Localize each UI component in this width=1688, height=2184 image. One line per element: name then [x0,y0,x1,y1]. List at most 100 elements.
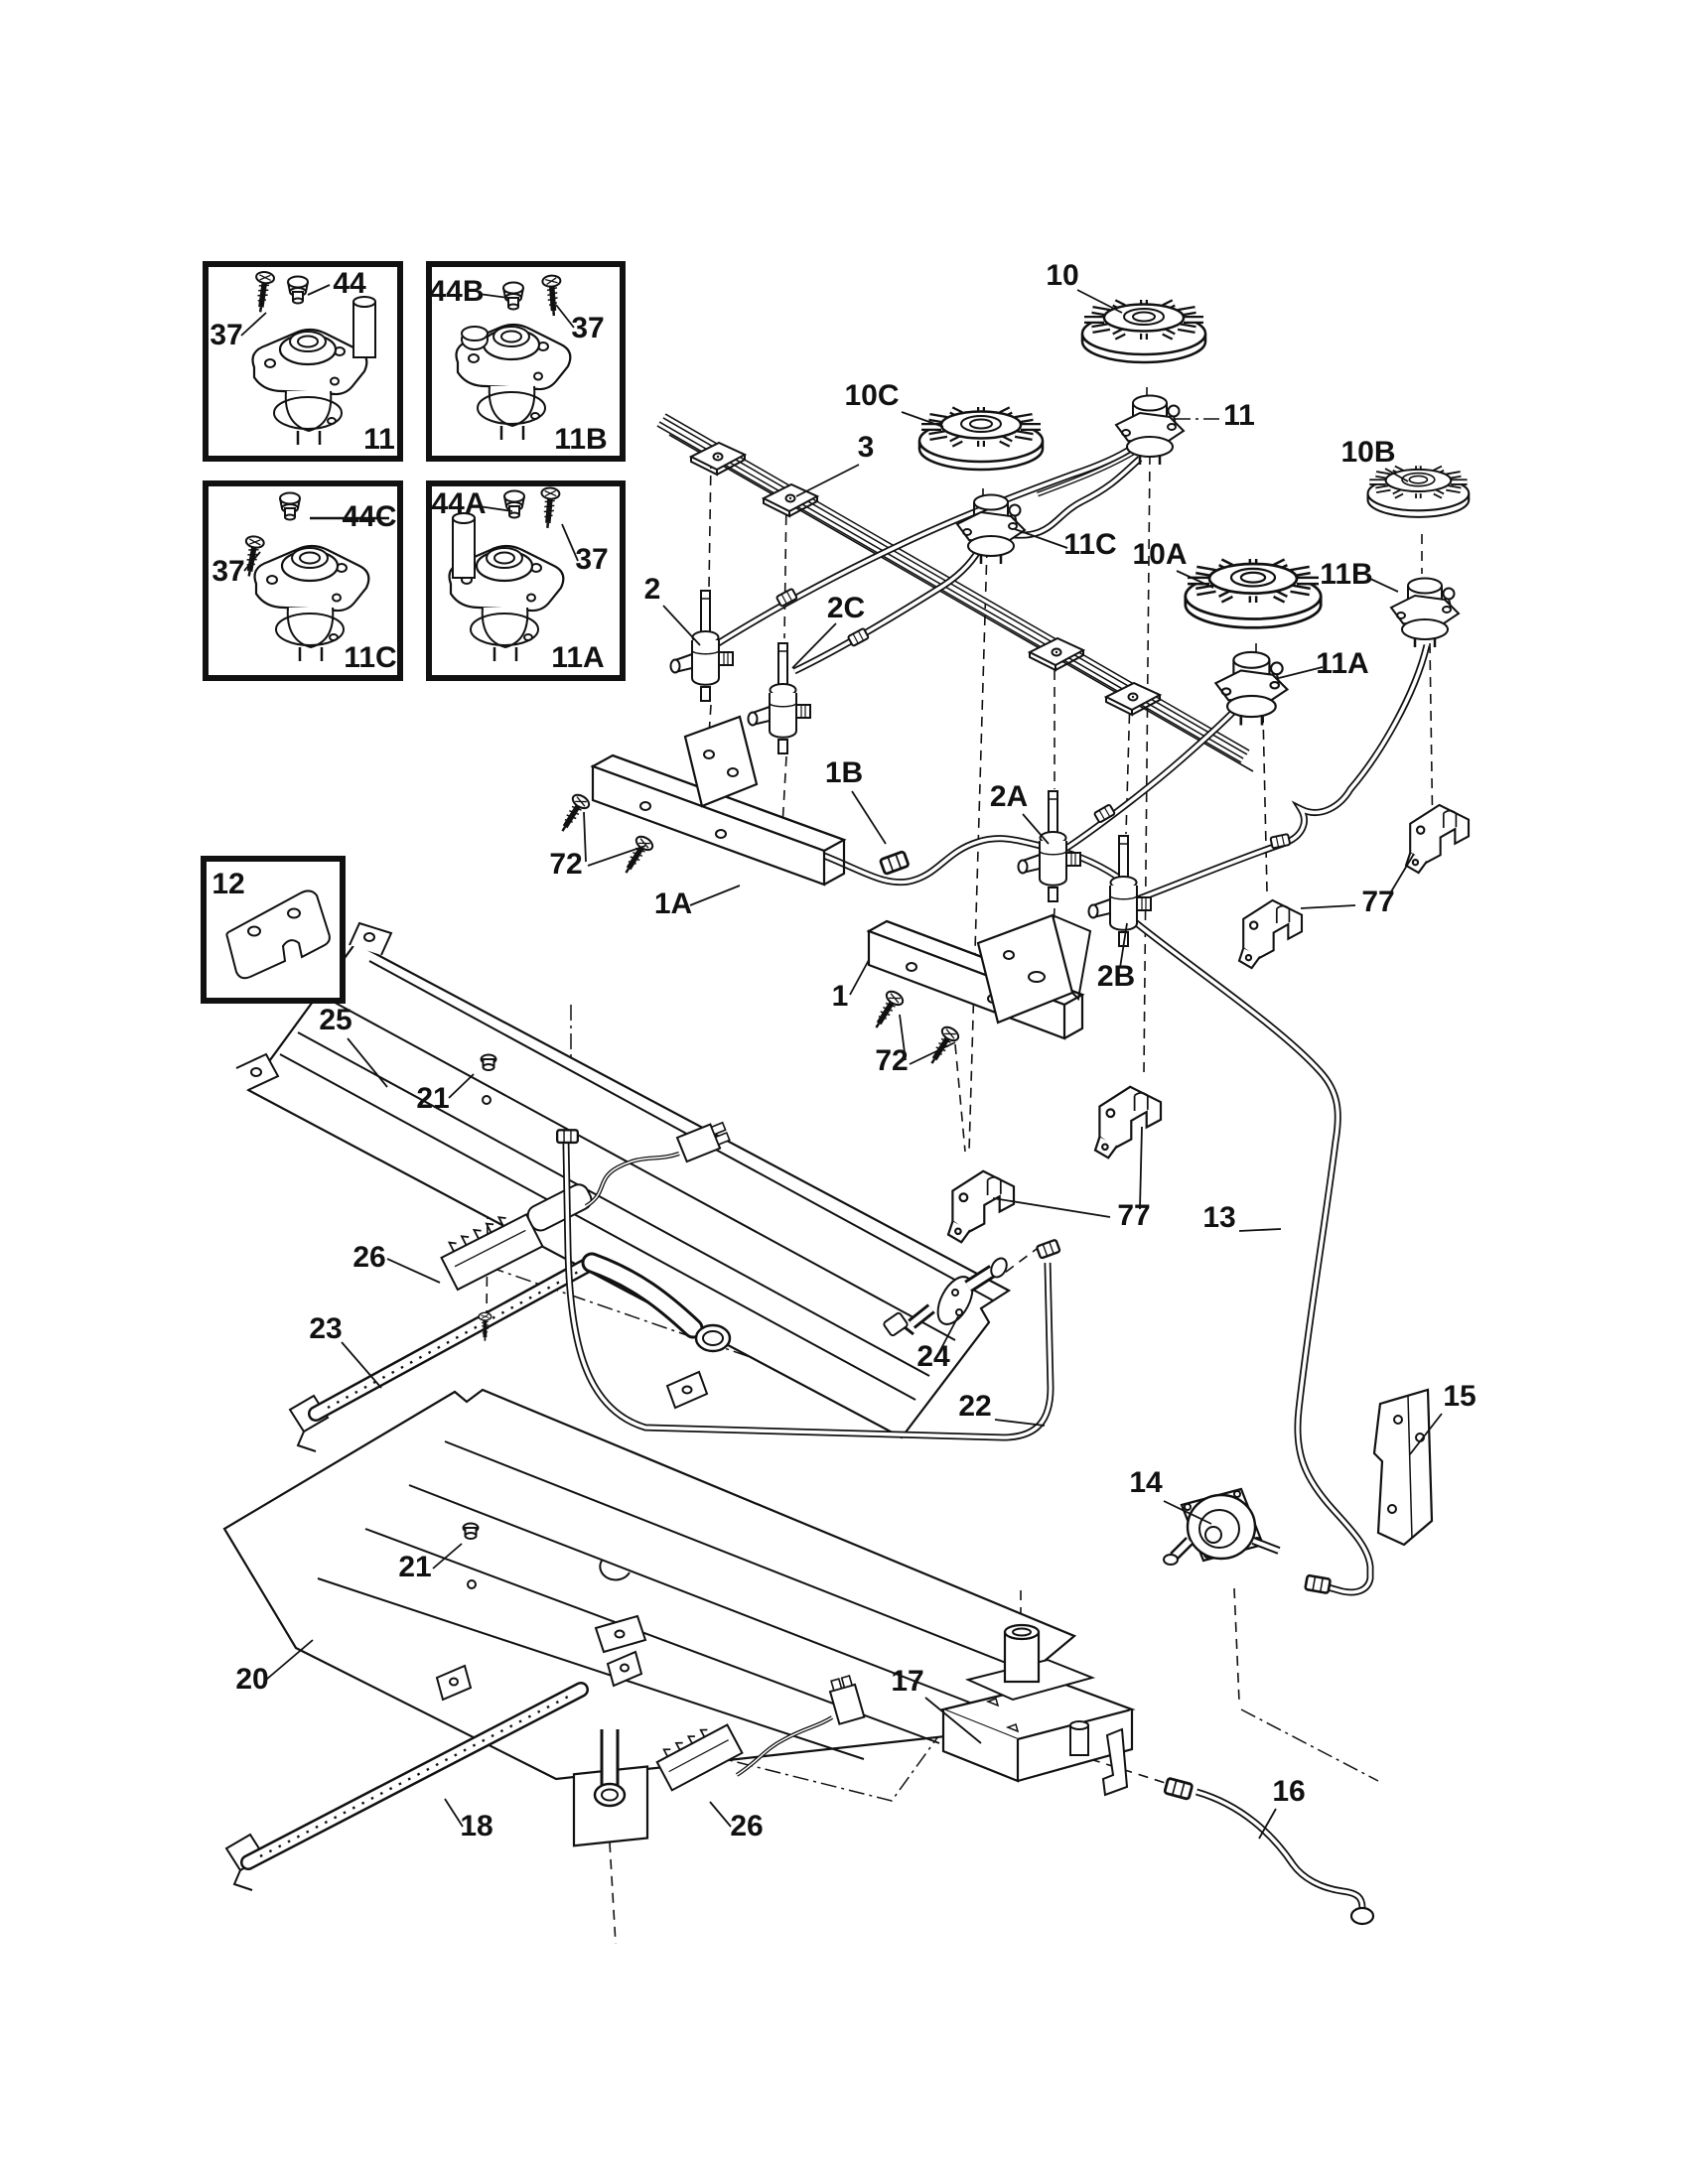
burner-shield-20-part [408,1484,994,1712]
oven-orifice-24-part [936,1276,974,1325]
oven-burner-tube-18-part [594,1614,647,1654]
leader-lines [240,284,1443,1840]
surface-burner-tube-23-part [310,1257,598,1420]
leader-lines-part [1409,1413,1443,1455]
inset-box-11A-part [452,517,476,579]
leader-lines-part [1163,1500,1212,1525]
pressure-regulator-14-part [1198,1509,1240,1549]
bracket-15-part [1407,1395,1413,1540]
callout-23: 23 [309,1312,342,1345]
manifold-1A-part [612,753,846,886]
callout-72: 72 [875,1044,908,1077]
valve-2 [669,590,734,702]
gas-tubing-part [564,1143,1053,1439]
gas-tubing-part [668,434,1254,772]
inset-box-11B [426,261,626,462]
oven-safety-valve-17 [939,1623,1136,1797]
spark-shield-25-part [363,932,375,942]
shim-box-12 [201,856,346,1004]
cap-10B [1368,466,1470,517]
callout-37: 37 [210,319,242,351]
leader-lines-part [1119,922,1128,969]
callout-18: 18 [460,1810,492,1843]
inset-box-11-part [352,296,376,308]
oven-igniter-26-part-part [668,1739,729,1773]
callout-10: 10 [1046,259,1078,292]
cap-10C [919,407,1043,470]
oven-orifice-24 [883,1257,1008,1337]
assembly-dashed-lines-part [708,458,712,589]
manifold-screw-72 [619,834,655,878]
manifold-1A-part [703,750,715,759]
manifold-1-part [1003,950,1015,960]
leader-lines-part [478,505,513,512]
leader-lines-part [1367,577,1399,593]
oven-igniter-26 [655,1675,866,1792]
oven-igniter-26-part [736,1716,833,1776]
assembly-dashed-lines-part [1125,696,1131,835]
gas-tubing-part [657,422,1243,762]
base-11B [1389,577,1461,649]
spark-shield-25-part [327,998,956,1341]
oven-safety-valve-17-part [1003,1630,1041,1684]
callout-2C: 2C [827,592,865,624]
callout-1A: 1A [654,887,692,920]
callout-21: 21 [398,1551,431,1583]
callout-77: 77 [1117,1199,1150,1232]
burner-shield-20-part [620,1663,630,1673]
callout-14: 14 [1129,1466,1163,1499]
tube-fittings-part [1304,1573,1333,1595]
leader-lines-part [243,551,261,572]
pressure-regulator-14-part [1163,1554,1179,1566]
gas-tubing-part [1004,457,1142,537]
oven-safety-valve-17-part [941,1709,1134,1783]
spark-shield-25-part [250,1067,262,1077]
spark-shield-25-part [279,1053,916,1401]
spark-shield-25-part [349,921,393,956]
tube-fittings-part [846,626,870,648]
gas-tubing-part [1131,644,1429,903]
oven-safety-valve-17-part [1003,1623,1041,1641]
pressure-regulator-14-part [1204,1526,1222,1544]
bracket-15-part [1372,1388,1434,1547]
callout-15: 15 [1443,1380,1476,1413]
tube-fittings-part [556,1129,579,1145]
manifold-1A-part [727,767,739,777]
gas-tubing-part [1132,919,1372,1594]
callout-37: 37 [211,555,244,588]
oven-igniter-26-part-part [662,1728,708,1757]
manifold-1-part [1028,971,1046,983]
gas-tubing-part [1054,693,1251,858]
leader-lines-part [1176,570,1214,589]
callout-11B: 11B [1320,558,1372,591]
assembly-dashed-lines-part [1004,1245,1042,1274]
callout-44A: 44A [431,487,486,520]
callout-24: 24 [916,1340,950,1373]
burner-shield-20-part [444,1440,1040,1677]
bracket-15-part [1387,1504,1397,1514]
oven-orifice-24-part [955,1308,963,1316]
surface-burner-tube-23-part [296,1431,317,1452]
bracket-77 [1237,898,1304,970]
callout-1: 1 [832,980,849,1013]
callout-20: 20 [235,1663,268,1696]
inset-box-11C [203,480,403,681]
oven-safety-valve-17-part [985,1698,1020,1733]
manifold-1A-part [683,715,759,808]
callout-2A: 2A [990,780,1028,813]
oven-burner-tube-18-part [614,1629,626,1639]
assembly-dashed-lines-part [781,755,787,827]
spark-shield-25-part [368,960,994,1301]
oven-igniter-26-part-part [828,1683,866,1725]
manifold-1-part [906,962,917,972]
callout-16: 16 [1272,1775,1305,1808]
surface-burner-tube-23-part [584,1255,701,1336]
callout-11B: 11B [554,423,607,456]
surface-igniter-26-part [585,1153,680,1207]
callout-44B: 44B [429,275,484,308]
shim-box-12-part [247,925,261,937]
leader-lines-part [1022,813,1050,845]
callout-10C: 10C [844,379,899,412]
